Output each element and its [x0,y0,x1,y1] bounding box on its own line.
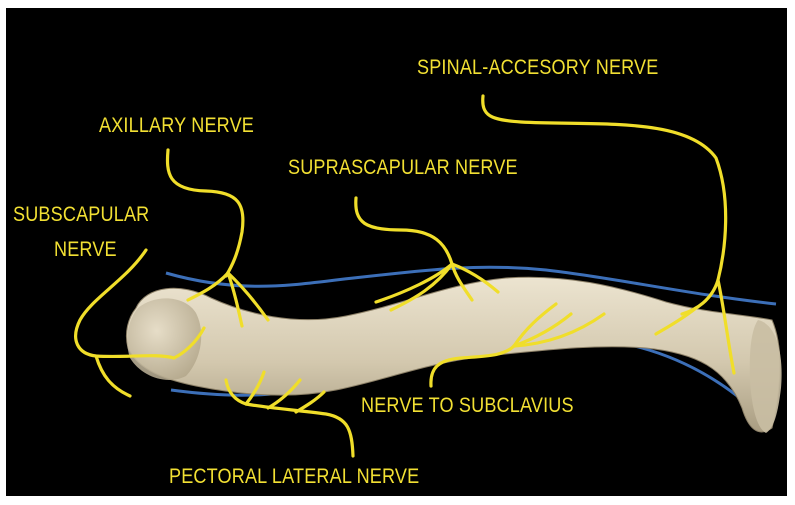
suprascapular-nerve-label: SUPRASCAPULAR NERVE [288,156,518,180]
clavicle-acromial-end [127,298,201,380]
subscapular-nerve-label-line1: SUBSCAPULAR [13,203,149,227]
nerve-to-subclavius-label: NERVE TO SUBCLAVIUS [361,394,574,418]
axillary-nerve [167,150,242,276]
subscapular-nerve-label-line2: NERVE [54,238,117,262]
suprascapular-nerve [356,198,452,264]
diagram-canvas: SPINAL-ACCESORY NERVE AXILLARY NERVE SUP… [6,8,787,496]
axillary-nerve-label: AXILLARY NERVE [99,114,254,138]
subscapular-branch-1 [96,356,130,396]
pectoral-lateral-nerve-label: PECTORAL LATERAL NERVE [169,465,419,489]
spinal-accessory-nerve-label: SPINAL-ACCESORY NERVE [417,56,658,80]
clavicle-illustration [6,8,787,496]
